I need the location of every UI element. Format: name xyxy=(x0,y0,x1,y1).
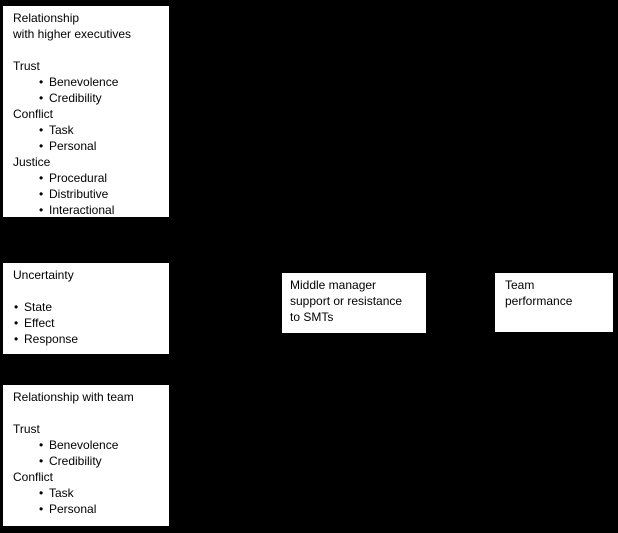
bullet-list-item: • State xyxy=(13,299,165,315)
box-title-line: Uncertainty xyxy=(13,268,74,282)
bullet-list-item: • Interactional xyxy=(13,202,165,217)
box-relationship-with-team: Relationship with team Trust • Benevolence… xyxy=(2,384,170,527)
bullet-icon: • xyxy=(39,123,44,137)
bullet-icon: • xyxy=(39,139,44,153)
bullet-item-label: Credibility xyxy=(49,454,102,468)
bullet-list-item: • Procedural xyxy=(13,170,165,186)
bullet-icon: • xyxy=(39,187,44,201)
bullet-item-label: Task xyxy=(49,123,74,137)
box-uncertainty: Uncertainty • State • Effect • Response xyxy=(2,262,170,355)
list-heading: Trust xyxy=(13,59,40,73)
bullet-item-label: Personal xyxy=(49,502,97,516)
box-title-line: Relationship xyxy=(13,11,80,25)
list-heading: Conflict xyxy=(13,470,54,484)
bullet-list-item: • Response xyxy=(13,331,165,347)
box-middle-manager-support: Middle manager support or resistance to SM… xyxy=(281,272,427,334)
bullet-list-item: • Personal xyxy=(13,501,165,517)
box-title-line: Middle manager xyxy=(290,278,377,292)
box-title-line: performance xyxy=(505,294,573,308)
box-title-line: with higher executives xyxy=(13,27,132,41)
blank-line xyxy=(13,42,165,58)
blank-line xyxy=(13,405,165,421)
bullet-icon: • xyxy=(39,203,44,217)
bullet-icon: • xyxy=(39,454,44,468)
bullet-list-item: • Distributive xyxy=(13,186,165,202)
bullet-item-label: Effect xyxy=(24,316,55,330)
bullet-item-label: Credibility xyxy=(49,91,102,105)
bullet-item-label: Task xyxy=(49,486,74,500)
bullet-item-label: Benevolence xyxy=(49,75,119,89)
box-title-line: Team xyxy=(505,278,535,292)
bullet-icon: • xyxy=(39,502,44,516)
box-title-line: support or resistance xyxy=(290,294,403,308)
bullet-item-label: Interactional xyxy=(49,203,115,217)
bullet-icon: • xyxy=(39,486,44,500)
bullet-icon: • xyxy=(14,300,19,314)
bullet-list-item: • Task xyxy=(13,485,165,501)
box-team-performance: Team performance xyxy=(494,272,614,333)
bullet-list-item: • Credibility xyxy=(13,453,165,469)
bullet-item-label: Distributive xyxy=(49,187,109,201)
bullet-list-item: • Benevolence xyxy=(13,74,165,90)
bullet-item-label: Personal xyxy=(49,139,97,153)
blank-line xyxy=(13,283,165,299)
bullet-list-item: • Task xyxy=(13,122,165,138)
bullet-item-label: Procedural xyxy=(49,171,108,185)
bullet-list-item: • Personal xyxy=(13,138,165,154)
box-relationship-higher-executives: Relationship with higher executives Trust… xyxy=(2,5,170,218)
bullet-icon: • xyxy=(39,75,44,89)
bullet-icon: • xyxy=(39,91,44,105)
bullet-list-item: • Effect xyxy=(13,315,165,331)
bullet-item-label: Benevolence xyxy=(49,438,119,452)
bullet-list-item: • Credibility xyxy=(13,90,165,106)
bullet-item-label: Response xyxy=(24,332,79,346)
list-heading: Conflict xyxy=(13,107,54,121)
bullet-item-label: State xyxy=(24,300,53,314)
bullet-list-item: • Benevolence xyxy=(13,437,165,453)
box-title-line: to SMTs xyxy=(290,310,334,324)
bullet-icon: • xyxy=(14,316,19,330)
list-heading: Trust xyxy=(13,422,40,436)
bullet-icon: • xyxy=(39,438,44,452)
list-heading: Justice xyxy=(13,155,51,169)
box-title-line: Relationship with team xyxy=(13,390,134,404)
bullet-icon: • xyxy=(39,171,44,185)
bullet-icon: • xyxy=(14,332,19,346)
